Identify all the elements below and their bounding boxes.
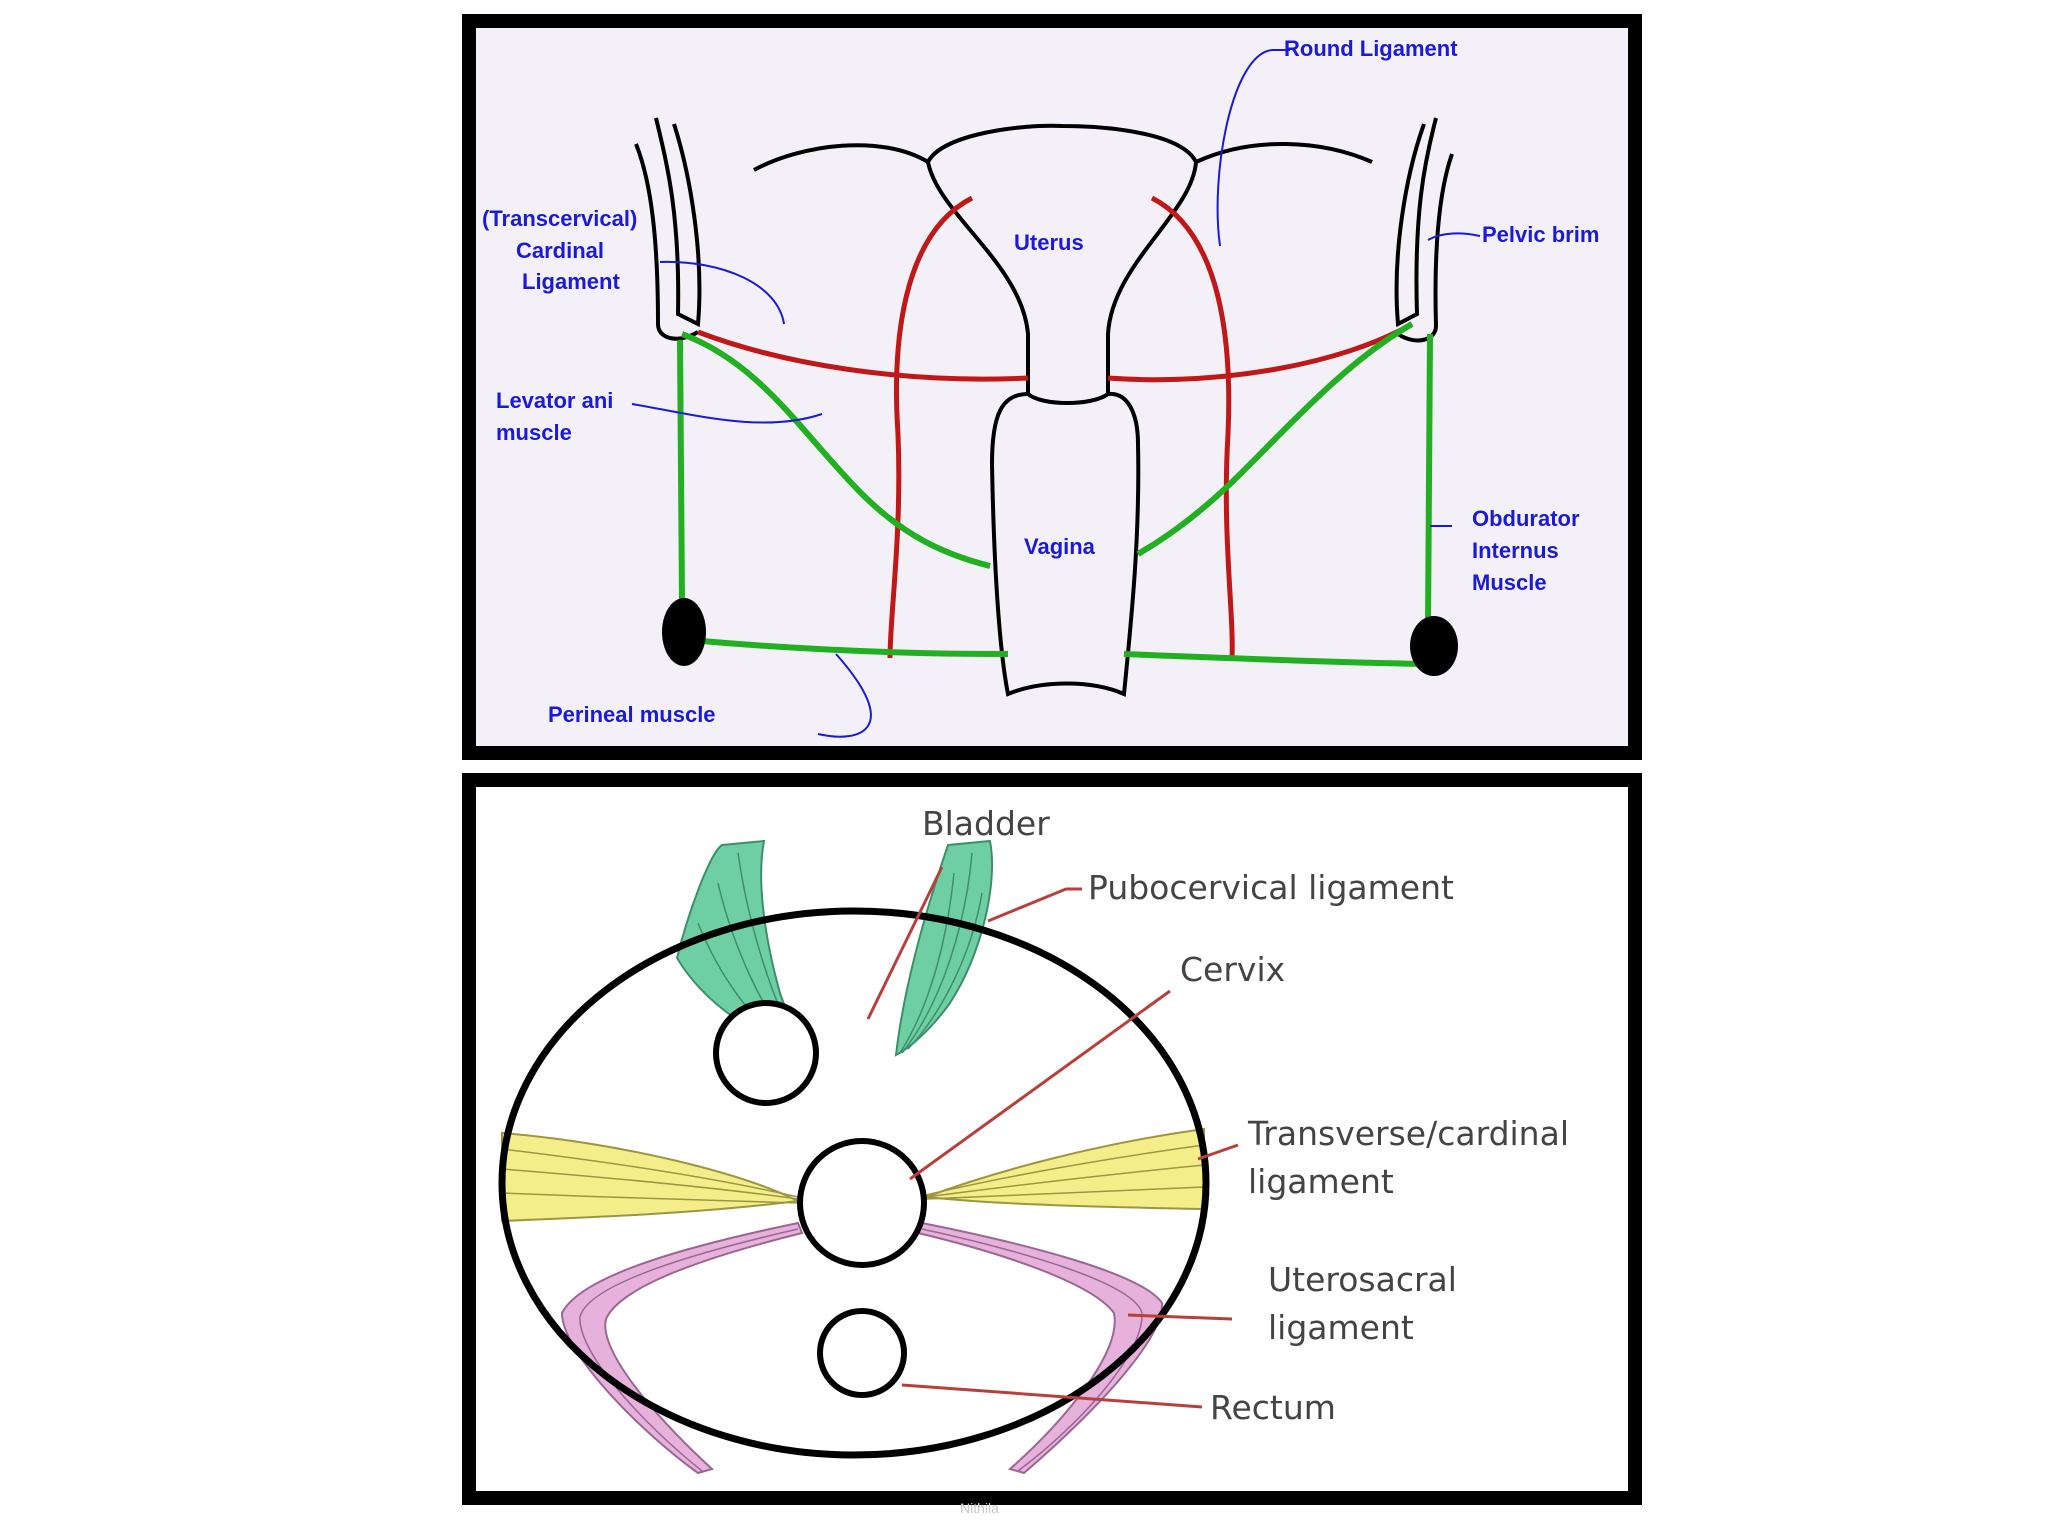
vagina-outline [989, 391, 1141, 697]
leader-levator [631, 403, 823, 424]
label-obdurator-1: Obdurator [1472, 506, 1580, 531]
obdurator-left [677, 339, 685, 605]
uterus-outline [925, 123, 1199, 405]
label-vagina: Vagina [1024, 534, 1096, 559]
leader-rectum [901, 1383, 1203, 1409]
label-cardinal-1: (Transcervical) [482, 206, 637, 231]
pubocervical-striations [697, 852, 983, 1054]
uterosacral-striations [579, 1228, 1143, 1472]
cervix-circle [797, 1138, 927, 1268]
label-uterosacral-1: Uterosacral [1268, 1260, 1457, 1299]
leader-bladder [866, 866, 944, 1020]
label-cardinal-2: Cardinal [516, 238, 604, 263]
label-cardinal-3: Ligament [522, 269, 620, 294]
uterine-tube-right [1195, 142, 1373, 164]
label-obdurator-2: Internus [1472, 538, 1559, 563]
label-round-ligament: Round Ligament [1284, 36, 1458, 61]
right-pelvic-wall [1394, 117, 1438, 328]
leader-perineal [817, 653, 872, 738]
perineal-muscle-right [1123, 651, 1425, 667]
label-levator-1: Levator ani [496, 388, 613, 413]
rectum-circle [817, 1308, 907, 1398]
pelvic-support-diagram-panel: Round Ligament (Transcervical) Cardinal … [462, 14, 1642, 760]
label-transverse-2: ligament [1248, 1162, 1394, 1201]
footer-watermark: Nithila [960, 1500, 999, 1516]
leader-cardinal [659, 260, 785, 325]
label-obdurator-3: Muscle [1472, 570, 1547, 595]
transverse-ligament-left [501, 1131, 802, 1223]
uterine-tube-left [753, 143, 930, 172]
label-rectum: Rectum [1210, 1388, 1336, 1427]
label-pubocervical: Pubocervical ligament [1088, 868, 1454, 907]
uterosacral-ligament-left [560, 1221, 804, 1475]
leader-pubocervical [987, 887, 1082, 923]
leader-transverse [1197, 1143, 1239, 1161]
label-cervix: Cervix [1180, 950, 1285, 989]
panel-background [476, 787, 1628, 1491]
label-levator-2: muscle [496, 420, 572, 445]
ischial-tuberosity-left [662, 598, 706, 666]
round-ligament-left [887, 195, 974, 659]
leader-uterosacral [1127, 1313, 1233, 1321]
uterosacral-ligament-right [916, 1221, 1164, 1475]
pubocervical-ligament-right [894, 839, 993, 1057]
ischial-tuberosity-right [1410, 616, 1458, 676]
left-pelvic-wall [654, 117, 702, 328]
label-pelvic-brim: Pelvic brim [1482, 222, 1599, 247]
leader-pelvic-brim [1427, 232, 1481, 241]
label-perineal: Perineal muscle [548, 702, 716, 727]
label-bladder: Bladder [922, 804, 1050, 843]
obdurator-right [1425, 333, 1433, 627]
cervical-ligaments-diagram: Bladder Pubocervical ligament Cervix Tra… [498, 804, 1569, 1475]
bladder-circle [713, 1000, 819, 1106]
levator-ani-left [680, 331, 991, 569]
leader-cervix [909, 989, 1171, 1181]
cardinal-ligament [697, 321, 1414, 383]
right-pelvic-wall-outline [1396, 153, 1454, 343]
left-pelvic-wall-outline [634, 143, 700, 341]
leader-round-ligament [1216, 49, 1290, 247]
pelvis-outline [498, 907, 1210, 1459]
label-uterus: Uterus [1014, 230, 1084, 255]
cervical-ligaments-diagram-panel: Bladder Pubocervical ligament Cervix Tra… [462, 773, 1642, 1505]
round-ligament-right [1150, 195, 1235, 659]
label-uterosacral-2: ligament [1268, 1308, 1414, 1347]
perineal-muscle-left [689, 637, 1009, 657]
levator-ani-right [1136, 321, 1414, 557]
transverse-striations [501, 1144, 1205, 1204]
label-transverse-1: Transverse/cardinal [1247, 1114, 1569, 1153]
pelvic-support-diagram: Round Ligament (Transcervical) Cardinal … [482, 36, 1599, 738]
